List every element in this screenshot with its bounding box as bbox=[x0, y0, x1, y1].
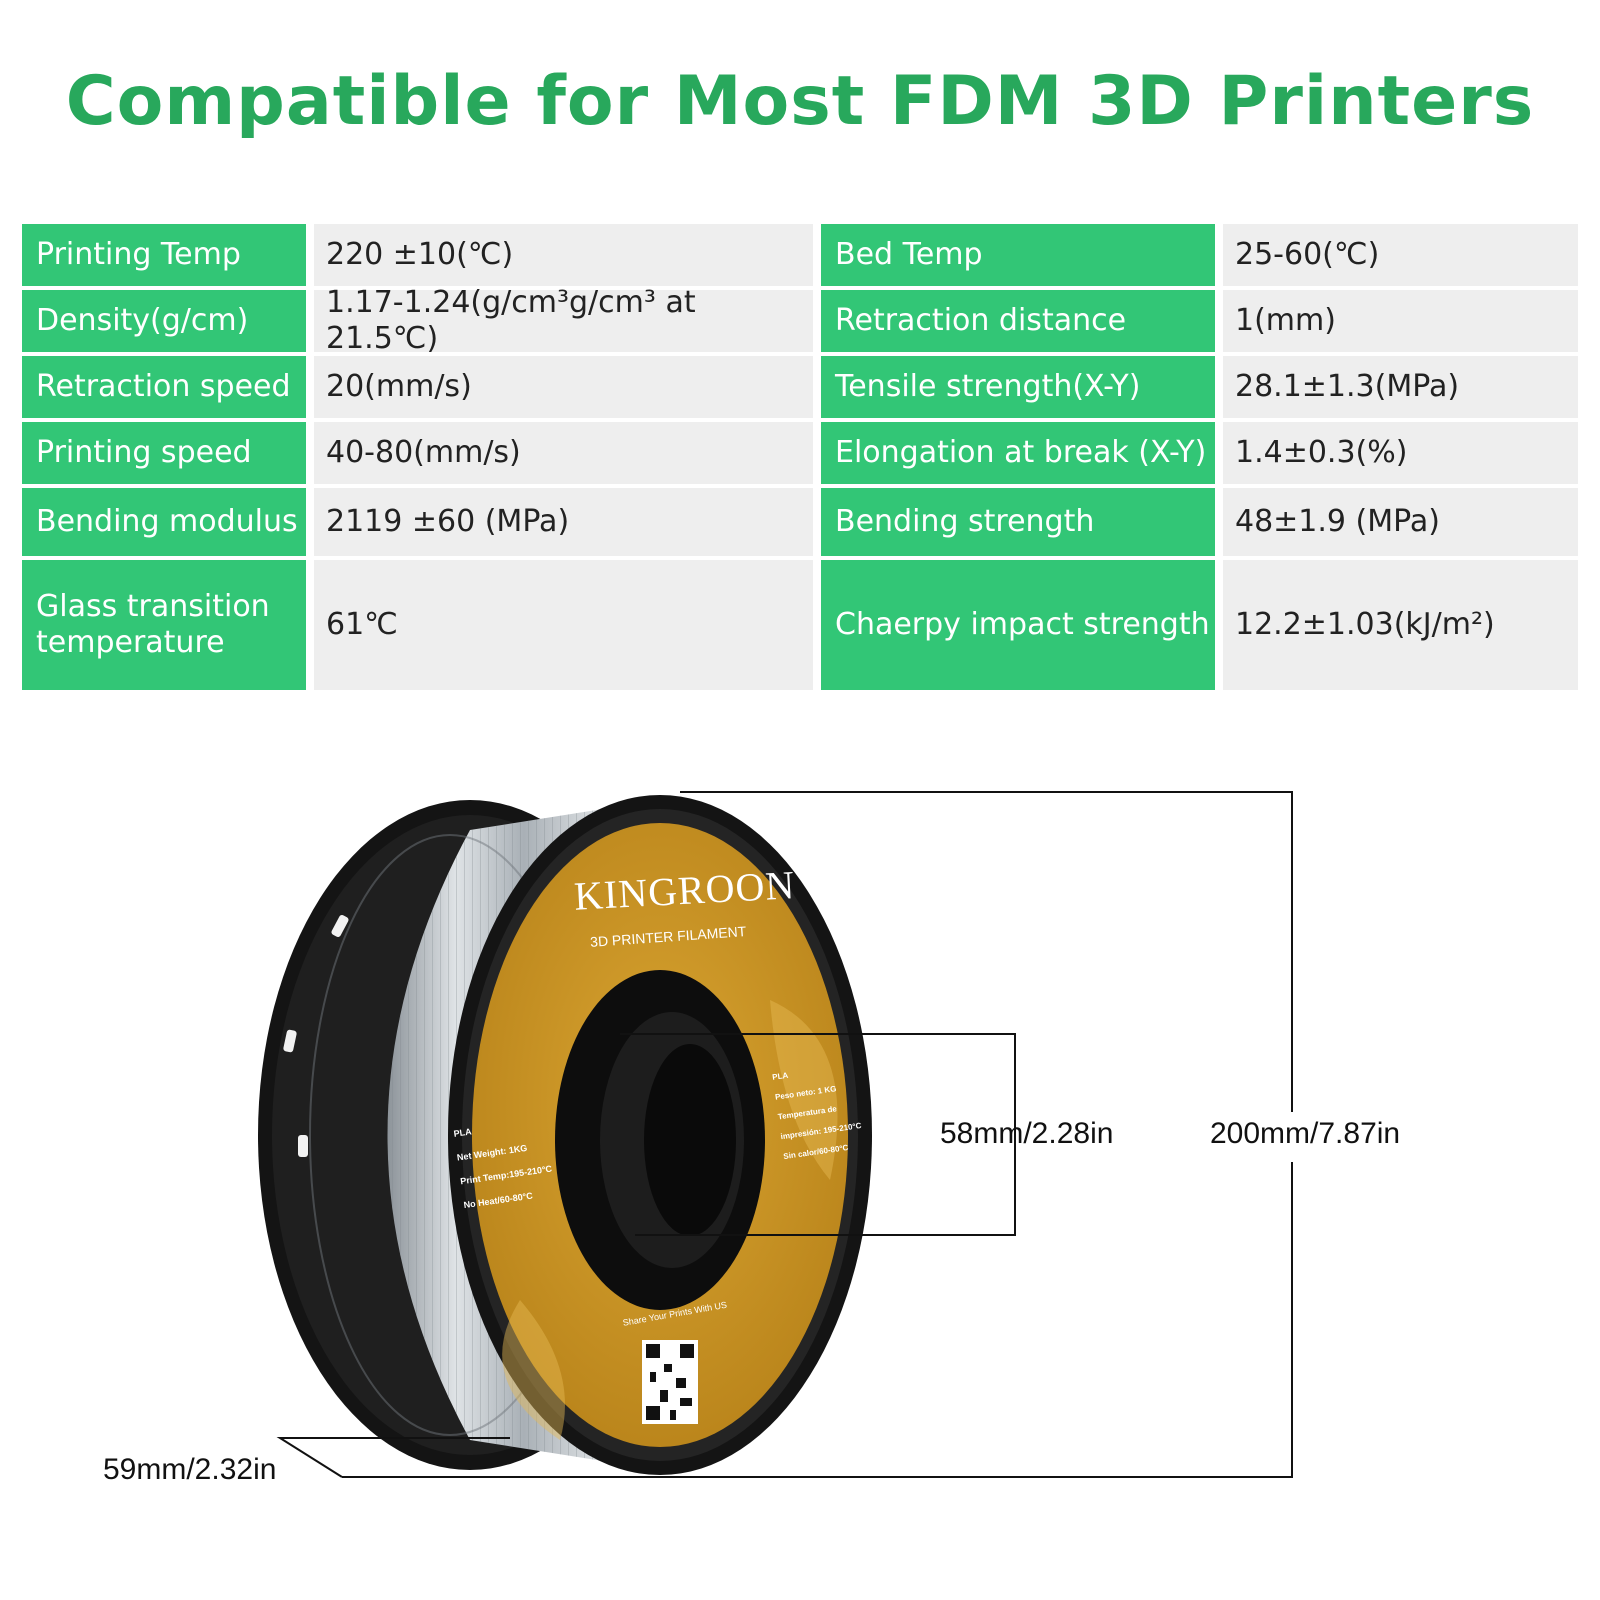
spec-table: Printing Temp 220 ±10(℃) Density(g/cm) 1… bbox=[22, 224, 1578, 690]
spec-label: Bed Temp bbox=[821, 224, 1215, 286]
spec-label: Retraction speed bbox=[22, 356, 306, 418]
brand-logo: KINGROON bbox=[572, 862, 797, 919]
spec-value: 25-60(℃) bbox=[1223, 224, 1578, 286]
spool-width-label: 59mm/2.32in bbox=[103, 1453, 277, 1486]
outer-diameter-label: 200mm/7.87in bbox=[1210, 1117, 1401, 1150]
spec-label: Elongation at break (X-Y) bbox=[821, 422, 1215, 484]
label-info-left: PLA Net Weight: 1KG Print Temp:195-210°C… bbox=[452, 1126, 553, 1211]
outer-dimension-line bbox=[680, 791, 1293, 1112]
spec-label: Bending strength bbox=[821, 488, 1215, 556]
spec-label: Glass transition temperature bbox=[22, 560, 306, 690]
spec-value: 20(mm/s) bbox=[314, 356, 813, 418]
width-dimension-line bbox=[276, 1437, 510, 1478]
page-title: Compatible for Most FDM 3D Printers bbox=[65, 62, 1535, 141]
spec-value: 28.1±1.3(MPa) bbox=[1223, 356, 1578, 418]
spec-value: 1.4±0.3(%) bbox=[1223, 422, 1578, 484]
spec-label: Tensile strength(X-Y) bbox=[821, 356, 1215, 418]
spec-label: Printing speed bbox=[22, 422, 306, 484]
spec-value: 12.2±1.03(kJ/m²) bbox=[1223, 560, 1578, 690]
spec-label: Bending modulus bbox=[22, 488, 306, 556]
spec-label: Printing Temp bbox=[22, 224, 306, 286]
spec-value: 61℃ bbox=[314, 560, 813, 690]
spec-label: Density(g/cm) bbox=[22, 290, 306, 352]
spec-value: 220 ±10(℃) bbox=[314, 224, 813, 286]
spec-label: Retraction distance bbox=[821, 290, 1215, 352]
spec-value: 48±1.9 (MPa) bbox=[1223, 488, 1578, 556]
spec-value: 40-80(mm/s) bbox=[314, 422, 813, 484]
spec-value: 1(mm) bbox=[1223, 290, 1578, 352]
spec-value: 2119 ±60 (MPa) bbox=[314, 488, 813, 556]
spec-label: Chaerpy impact strength bbox=[821, 560, 1215, 690]
inner-dimension-line bbox=[620, 1033, 1016, 1236]
inner-diameter-label: 58mm/2.28in bbox=[940, 1117, 1114, 1150]
label-info-right: PLA Peso neto: 1 KG Temperatura de impre… bbox=[771, 1070, 862, 1162]
spec-value: 1.17-1.24(g/cm³g/cm³ at 21.5℃) bbox=[314, 285, 813, 356]
